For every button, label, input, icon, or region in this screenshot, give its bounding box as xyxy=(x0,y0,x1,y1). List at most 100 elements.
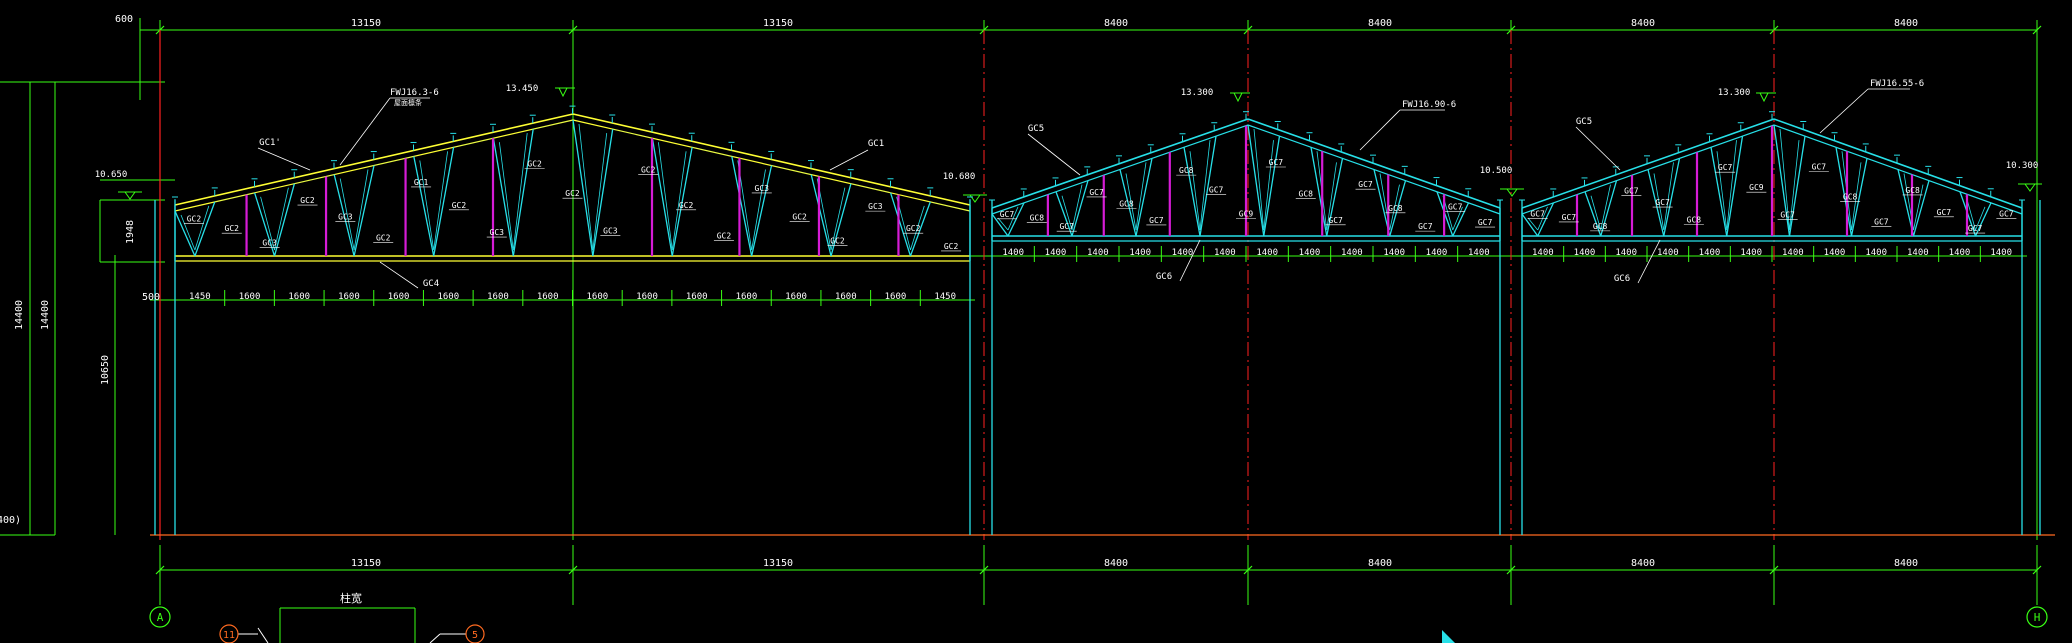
axis-bubble-left-label: A xyxy=(157,611,164,624)
truss-a-web-label: GC2 xyxy=(679,201,694,210)
truss-b-panel-dim: 1400 xyxy=(1045,248,1067,258)
truss-a-web-diagonal-inner xyxy=(194,205,210,251)
eave-elevation-marker xyxy=(124,191,136,200)
truss-a-web-diagonal-inner xyxy=(592,133,608,251)
truss-a-web-label: GC2 xyxy=(452,201,467,210)
truss-a-web-diagonal-inner xyxy=(751,169,766,251)
truss-a-web-diagonal xyxy=(810,174,832,257)
truss-c-web-label: GC7 xyxy=(1780,211,1795,220)
truss-a-bottom-chord-leader xyxy=(379,261,419,289)
truss-b-top-chord-label: GC5 xyxy=(1028,124,1044,134)
truss-b-web-label: GC7 xyxy=(1358,180,1373,189)
columns xyxy=(154,200,2041,535)
truss-a-web-label: GC3 xyxy=(755,184,770,193)
bottom-dim-6: 8400 xyxy=(1894,558,1918,569)
truss-b-bottom-chord-label: GC6 xyxy=(1156,272,1172,282)
truss-b-web-diagonal xyxy=(1135,158,1153,237)
truss-a-web-diagonal xyxy=(433,147,455,257)
truss-b-web-hidden xyxy=(1151,147,1185,159)
truss-a-web-hidden xyxy=(850,183,891,193)
truss-c-web-label: GC8 xyxy=(1843,193,1858,202)
truss-b-panel-dim: 1400 xyxy=(1256,248,1278,258)
truss-c-web-label: GC7 xyxy=(1999,209,2014,218)
truss-a-web-diagonal-inner xyxy=(353,169,369,251)
truss-b-web-hidden xyxy=(1087,169,1121,181)
truss-c-web-diagonal xyxy=(1974,202,1992,237)
truss-b-web-diagonal-inner xyxy=(1135,162,1147,231)
bottom-dim-slash xyxy=(2032,565,2042,575)
truss-b-peak-elev-marker xyxy=(1233,92,1243,103)
detail-bubble-right xyxy=(465,624,485,643)
truss-a-web-diagonal-inner xyxy=(499,142,514,251)
truss-a-panel-dim: 1600 xyxy=(636,292,658,302)
truss-c-bottom-chord-label: GC6 xyxy=(1614,274,1630,284)
truss-b-panel-dim: 1400 xyxy=(1468,248,1490,258)
top-dim-span-1: 13150 xyxy=(351,18,381,29)
truss-b-web-diagonal xyxy=(1452,202,1470,237)
axis-bubble-left xyxy=(149,606,171,628)
truss-c-web-label: GC9 xyxy=(1749,183,1764,192)
truss-geometry xyxy=(172,105,2025,262)
truss-b-web-diagonal xyxy=(1326,158,1344,237)
truss-b-panel-dim: 1400 xyxy=(1341,248,1363,258)
truss-b-web-hidden xyxy=(1215,124,1249,137)
truss-c-web-diagonal-inner xyxy=(1779,128,1790,231)
truss-a-web-diagonal xyxy=(492,138,514,257)
truss-c-web-hidden xyxy=(1990,202,2023,215)
truss-a-web-diagonal xyxy=(830,183,852,257)
truss-a-web-label: GC2 xyxy=(830,237,845,246)
truss-a-web-diagonal xyxy=(909,201,931,257)
truss-c-web-diagonal xyxy=(1584,191,1602,237)
truss-a-panel-dim: 1600 xyxy=(388,292,410,302)
truss-c-web-hidden xyxy=(1616,169,1649,181)
truss-a-web-label: GC2 xyxy=(717,232,732,241)
truss-b-web-label: GC8 xyxy=(1119,199,1134,208)
truss-a-panel-dim: 1600 xyxy=(686,292,708,302)
truss-c-web-hidden xyxy=(1866,158,1899,170)
truss-a-web-diagonal xyxy=(671,147,693,257)
eave-elevation-marker xyxy=(969,194,981,203)
top-dim-span-2: 13150 xyxy=(763,18,793,29)
truss-a-web-diagonal-inner xyxy=(658,142,673,251)
truss-c-web-label: GC7 xyxy=(1937,208,1952,217)
truss-c-panel-dim: 1400 xyxy=(1949,248,1971,258)
truss-a-web-hidden xyxy=(930,201,971,212)
truss-b-web-diagonal xyxy=(1389,180,1407,237)
truss-a-panel-dim: 1600 xyxy=(587,292,609,302)
truss-a-web-diagonal-inner xyxy=(274,187,289,251)
truss-a-panel-dim: 1600 xyxy=(537,292,559,302)
truss-a-web-diagonal-inner xyxy=(578,123,594,251)
truss-a-web-diagonal xyxy=(174,210,196,257)
bottom-dim-slash xyxy=(155,565,165,575)
truss-a-web-label: GC2 xyxy=(225,224,240,233)
truss-a-panel-dim: 1600 xyxy=(239,292,261,302)
truss-c-web-diagonal xyxy=(1726,136,1744,237)
truss-a-panel-dim: 1450 xyxy=(934,292,956,302)
truss-a-chord-leader-right xyxy=(829,149,869,171)
truss-b-top-chord-left xyxy=(991,118,1249,209)
truss-a-web-diagonal-inner xyxy=(671,151,687,251)
truss-c-web-diagonal xyxy=(1521,213,1539,237)
truss-b-web-hidden xyxy=(1023,191,1057,203)
truss-b-web-label: GC7 xyxy=(1448,202,1463,211)
truss-c-web-hidden xyxy=(1804,136,1837,148)
truss-b-top-chord-leader xyxy=(1027,133,1081,176)
truss-b-web-diagonal xyxy=(1183,147,1201,237)
axis-bubble-right-label: H xyxy=(2034,611,2041,624)
truss-a-web-label: GC2 xyxy=(944,242,959,251)
truss-c-web-diagonal-inner xyxy=(1851,162,1862,231)
top-dim-offset: 600 xyxy=(115,14,133,25)
truss-a-panel-dim: 1600 xyxy=(437,292,459,302)
truss-c-web-hidden xyxy=(1679,147,1712,159)
truss-b-web-diagonal xyxy=(1071,180,1089,237)
truss-c-web-diagonal-inner xyxy=(1653,173,1665,231)
truss-b-web-label: GC7 xyxy=(1328,216,1343,225)
truss-b-panel-dim: 1400 xyxy=(1426,248,1448,258)
truss-b-web-diagonal-inner xyxy=(1007,206,1019,231)
truss-a-top-chord-right-label: GC1 xyxy=(868,139,884,149)
truss-c-panel-dim: 1400 xyxy=(1532,248,1554,258)
top-dim-span-6: 8400 xyxy=(1894,18,1918,29)
truss-c-web-label: GC7 xyxy=(1968,224,1983,233)
truss-c-web-label: GC7 xyxy=(1530,210,1545,219)
truss-a-web-label: GC1 xyxy=(414,178,429,187)
